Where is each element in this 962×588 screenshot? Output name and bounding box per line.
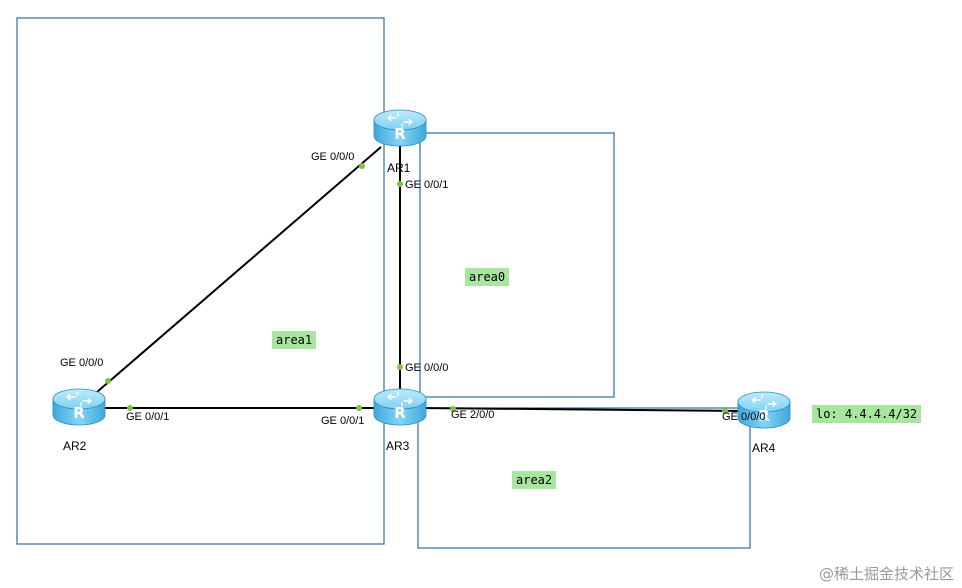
- link-ar3-ar4: [419, 407, 746, 412]
- interface-label: GE 0/0/1: [126, 411, 169, 423]
- loopback-label: lo: 4.4.4.4/32: [812, 405, 922, 423]
- port-dot: [722, 408, 728, 414]
- router-label-ar3: AR3: [386, 439, 410, 453]
- router-label-ar1: AR1: [387, 161, 411, 175]
- router-ar1[interactable]: [373, 109, 427, 147]
- router-ar2[interactable]: [52, 388, 106, 426]
- area0-boundary: [419, 132, 615, 398]
- interface-label: GE 0/0/0: [405, 362, 448, 374]
- port-dot: [359, 163, 365, 169]
- router-icon: [373, 109, 427, 147]
- interface-label: GE 0/0/0: [60, 357, 103, 369]
- port-dot: [127, 405, 133, 411]
- watermark: @稀土掘金技术社区: [818, 565, 954, 583]
- area2-label: area2: [512, 471, 557, 489]
- port-dot: [356, 405, 362, 411]
- interface-label: GE 0/0/0: [311, 151, 354, 163]
- router-ar3[interactable]: [373, 388, 427, 426]
- area1-label: area1: [272, 331, 317, 349]
- port-dot: [450, 406, 456, 412]
- link-ar1-ar2: [96, 146, 382, 393]
- router-icon: [52, 388, 106, 426]
- interface-label: GE 2/0/0: [451, 409, 494, 421]
- area0-label: area0: [465, 268, 510, 286]
- port-dot: [397, 181, 403, 187]
- router-label-ar2: AR2: [63, 439, 87, 453]
- interface-label: GE 0/0/0: [722, 411, 765, 423]
- port-dot: [105, 378, 111, 384]
- router-label-ar4: AR4: [752, 441, 776, 455]
- port-dot: [397, 364, 403, 370]
- interface-label: GE 0/0/1: [405, 179, 448, 191]
- router-icon: [373, 388, 427, 426]
- area2-boundary: [417, 407, 751, 549]
- interface-label: GE 0/0/1: [321, 415, 364, 427]
- area1-boundary: [16, 17, 385, 545]
